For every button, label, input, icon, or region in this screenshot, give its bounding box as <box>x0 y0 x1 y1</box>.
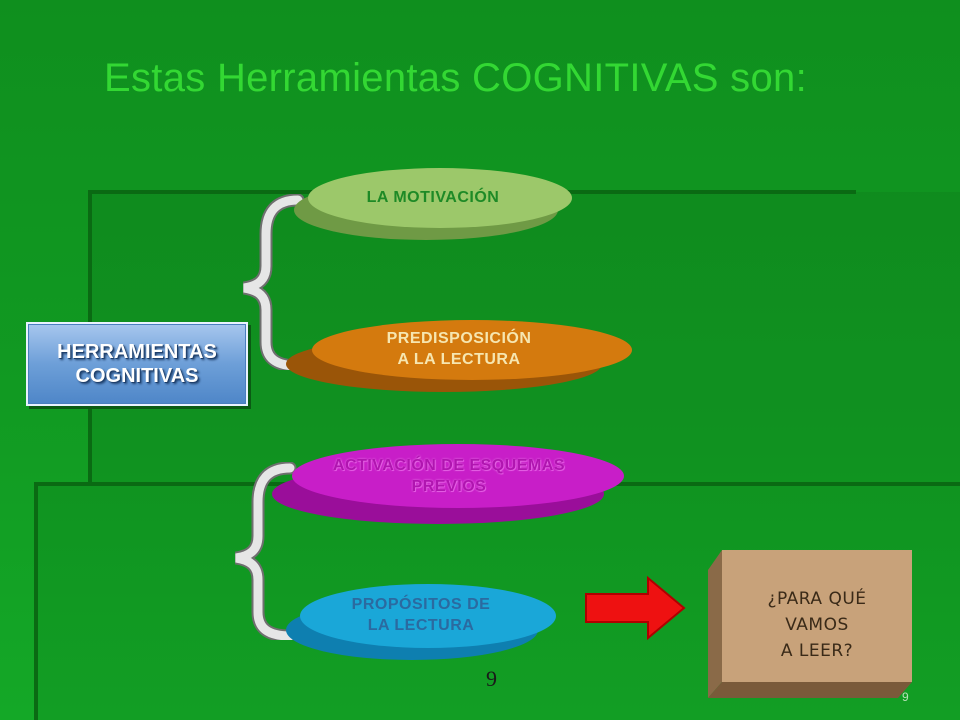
tool-activacion-line2: PREVIOS <box>411 478 487 495</box>
slide-number: 9 <box>902 690 909 704</box>
tool-predisposicion-line1: PREDISPOSICIÓN <box>386 330 532 347</box>
question-line1: ¿PARA QUÉ <box>767 589 867 609</box>
tool-predisposicion: PREDISPOSICIÓN A LA LECTURA <box>284 316 634 394</box>
lower-brace-icon <box>234 462 297 640</box>
right-arrow-icon <box>585 576 686 640</box>
tool-activacion-line1: ACTIVACIÓN DE ESQUEMAS <box>332 457 566 474</box>
tool-propositos: PROPÓSITOS DE LA LECTURA <box>284 580 558 662</box>
main-box-line2: COGNITIVAS <box>75 365 199 387</box>
tool-motivacion-line1: LA MOTIVACIÓN <box>366 188 500 206</box>
tool-predisposicion-label: PREDISPOSICIÓN A LA LECTURA <box>284 310 634 388</box>
tool-propositos-line1: PROPÓSITOS DE <box>351 596 491 613</box>
tool-motivacion-label: LA MOTIVACIÓN <box>292 158 574 236</box>
question-text: ¿PARA QUÉ VAMOS A LEER? <box>722 570 912 680</box>
question-line2: VAMOS <box>785 615 849 635</box>
slide-title: Estas Herramientas COGNITIVAS son: <box>104 56 807 100</box>
upper-brace-icon <box>242 194 305 370</box>
tool-propositos-line2: LA LECTURA <box>367 617 475 634</box>
question-line3: A LEER? <box>780 641 854 661</box>
main-box-line1: HERRAMIENTAS <box>57 341 217 363</box>
tool-activacion: ACTIVACIÓN DE ESQUEMAS PREVIOS <box>270 438 628 526</box>
herramientas-cognitivas-box: HERRAMIENTAS COGNITIVAS <box>26 322 248 406</box>
panel-border-left-lower <box>34 482 38 720</box>
tool-propositos-label: PROPÓSITOS DE LA LECTURA <box>284 574 558 656</box>
tool-activacion-label: ACTIVACIÓN DE ESQUEMAS PREVIOS <box>270 432 628 520</box>
question-box: ¿PARA QUÉ VAMOS A LEER? <box>708 548 914 698</box>
page-number: 9 <box>486 666 497 691</box>
tool-motivacion: LA MOTIVACIÓN <box>292 164 574 242</box>
tool-predisposicion-line2: A LA LECTURA <box>397 351 521 368</box>
